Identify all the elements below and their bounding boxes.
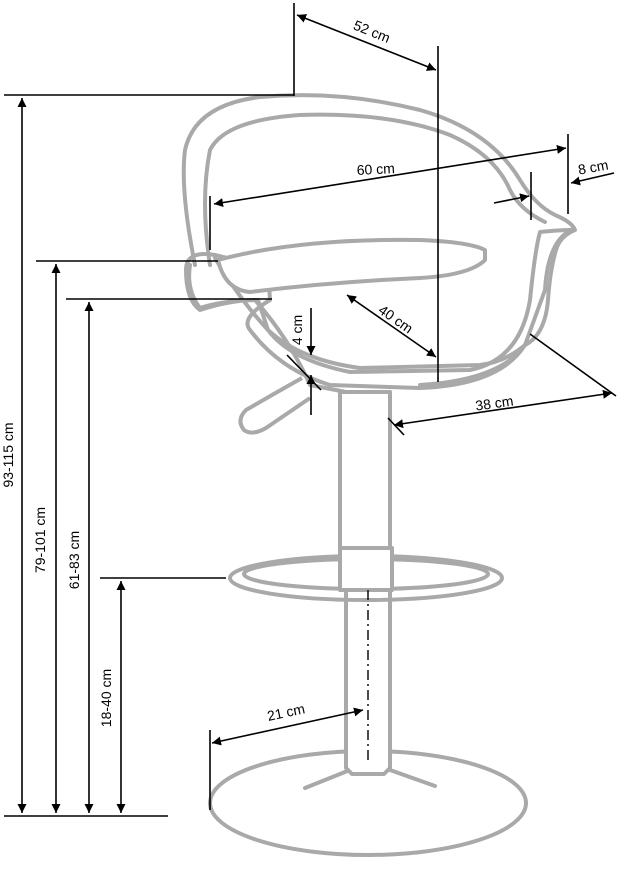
seat-width-ext-2 [387,417,405,436]
seat-depth-arrow [346,294,437,358]
seat-width-arrow [393,389,613,429]
seat-cushion [216,237,487,294]
base-radius-label: 21 cm [266,700,307,724]
armrest-arrow-right [570,172,615,186]
dimension-lines [4,3,617,817]
armrest-height-label: 79-101 cm [32,507,48,573]
base-arrow [211,707,364,746]
cushion-thickness-label: 4 cm [289,315,305,345]
armrest-arrow-left [493,193,530,204]
column-collar [338,546,394,592]
footrest-height-label: 18-40 cm [98,669,114,727]
armrest-width-label: 8 cm [577,157,610,178]
depth-arrow [296,14,437,71]
width-arrow [213,144,567,208]
total-height-label: 93-115 cm [0,422,16,487]
gas-lever [238,376,312,435]
width-label: 60 cm [356,160,395,178]
backrest-outer [181,93,577,370]
seat-width-label: 38 cm [474,392,514,413]
seat-height-label: 61-83 cm [66,531,82,589]
upper-column [338,390,392,550]
seat-front [187,263,260,310]
depth-label: 52 cm [351,17,392,46]
seat-width-ext [529,333,617,397]
stool-illustration [181,93,577,857]
cushion-ext [286,354,322,391]
